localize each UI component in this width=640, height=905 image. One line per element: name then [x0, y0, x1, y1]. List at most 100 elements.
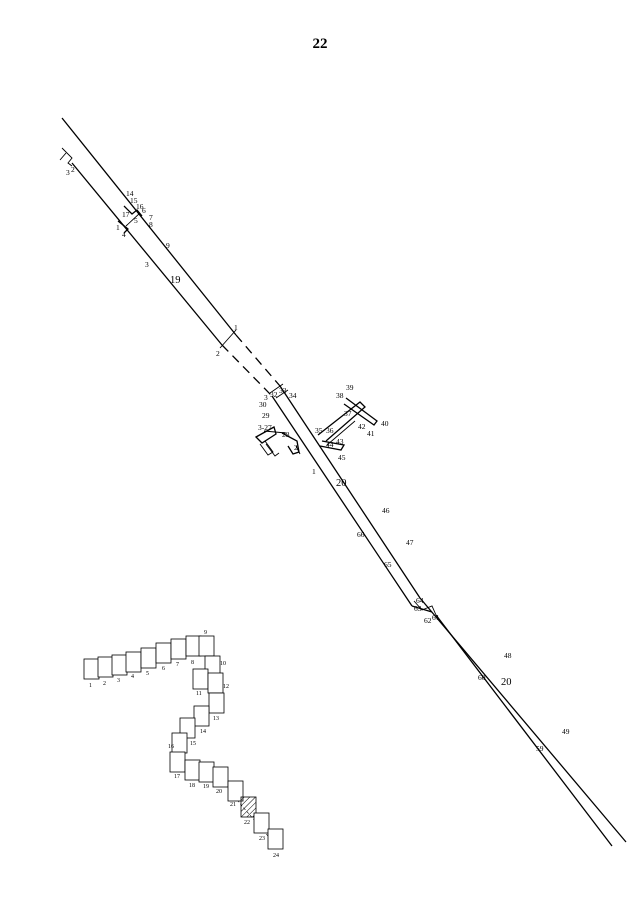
- branch-right: [317, 397, 378, 451]
- upper-labels: 3 2 14 15 16 6 17 5 7 8 1 4 9 3 19 1 2: [66, 165, 238, 358]
- svg-text:20: 20: [501, 677, 512, 688]
- svg-text:21: 21: [230, 802, 236, 808]
- svg-text:39: 39: [346, 383, 354, 392]
- svg-text:47: 47: [406, 538, 414, 547]
- index-sheet-6: 6: [155, 642, 172, 672]
- svg-text:2: 2: [71, 165, 75, 174]
- svg-text:5: 5: [134, 216, 138, 225]
- svg-text:22: 22: [244, 820, 250, 826]
- svg-text:41: 41: [367, 429, 375, 438]
- index-sheet-14: 14: [193, 705, 210, 735]
- index-sheet-11: 11: [192, 668, 209, 697]
- svg-text:16: 16: [136, 202, 144, 211]
- svg-text:18: 18: [189, 783, 195, 789]
- svg-text:1: 1: [116, 223, 120, 232]
- svg-text:62: 62: [424, 616, 432, 625]
- svg-text:8: 8: [191, 660, 194, 666]
- svg-text:17: 17: [122, 210, 130, 219]
- svg-text:46: 46: [382, 506, 390, 515]
- svg-text:23: 23: [259, 836, 265, 842]
- middle-labels: 33 34 3 32 30 29 3-27 28 2 1 20 39 38 40…: [258, 383, 389, 489]
- svg-text:7: 7: [176, 662, 179, 668]
- svg-text:66: 66: [357, 530, 365, 539]
- index-sheet-16: 16: [168, 732, 188, 754]
- index-sheet-12: 12: [207, 672, 229, 694]
- index-sheet-5: 5: [140, 647, 157, 677]
- svg-text:19: 19: [170, 275, 181, 286]
- svg-text:5: 5: [146, 671, 149, 677]
- svg-text:24: 24: [273, 853, 279, 859]
- svg-text:1: 1: [234, 323, 238, 332]
- svg-text:30: 30: [259, 400, 267, 409]
- svg-text:9: 9: [166, 241, 170, 250]
- svg-text:34: 34: [289, 391, 297, 400]
- index-sheet-17: 17: [169, 751, 186, 780]
- index-sheet-3: 3: [111, 654, 128, 684]
- svg-text:40: 40: [381, 419, 389, 428]
- svg-text:29: 29: [262, 411, 270, 420]
- svg-text:14: 14: [126, 189, 134, 198]
- svg-text:8: 8: [149, 220, 153, 229]
- index-sheet-19: 19: [198, 761, 215, 790]
- index-sheet-24: 24: [267, 828, 284, 859]
- svg-text:33: 33: [279, 386, 287, 395]
- upper-segment: [59, 117, 281, 397]
- index-sheet-7: 7: [170, 638, 187, 668]
- branch-left: [254, 426, 301, 457]
- svg-text:36: 36: [326, 426, 334, 435]
- svg-text:64: 64: [416, 596, 424, 605]
- svg-text:2: 2: [216, 349, 220, 358]
- svg-text:44: 44: [326, 440, 334, 449]
- svg-text:35: 35: [315, 426, 323, 435]
- svg-text:2: 2: [103, 681, 106, 687]
- svg-text:4: 4: [131, 674, 134, 680]
- svg-text:61: 61: [432, 613, 440, 622]
- sheet-index-map: 1 2 3 4 5 6 7 8 9 10 11 12 13 14 15 16 1…: [83, 630, 284, 859]
- index-sheet-9: 9: [198, 630, 215, 657]
- svg-text:12: 12: [223, 684, 229, 690]
- lower-segment: [269, 383, 627, 847]
- svg-text:16: 16: [168, 744, 174, 750]
- svg-text:11: 11: [196, 691, 202, 697]
- index-sheet-13: 13: [208, 692, 225, 722]
- svg-text:10: 10: [220, 661, 226, 667]
- index-sheet-8: 8: [185, 635, 202, 666]
- index-sheet-4: 4: [125, 651, 142, 680]
- svg-text:17: 17: [174, 774, 180, 780]
- index-sheet-20: 20: [212, 766, 229, 795]
- svg-text:4: 4: [122, 230, 126, 239]
- svg-text:38: 38: [336, 391, 344, 400]
- svg-text:1: 1: [312, 467, 316, 476]
- svg-text:3: 3: [117, 678, 120, 684]
- svg-text:65: 65: [384, 560, 392, 569]
- svg-text:13: 13: [213, 716, 219, 722]
- svg-text:48: 48: [504, 651, 512, 660]
- svg-text:42: 42: [358, 422, 366, 431]
- svg-text:20: 20: [336, 478, 347, 489]
- svg-text:1: 1: [89, 683, 92, 689]
- index-sheet-2: 2: [97, 656, 114, 687]
- svg-text:6: 6: [142, 206, 146, 215]
- svg-text:2: 2: [294, 443, 298, 452]
- svg-text:3: 3: [145, 260, 149, 269]
- svg-text:7: 7: [149, 213, 153, 222]
- lower-labels: 46 47 66 65 64 63 62 61 48 60 20 49 59: [357, 506, 570, 753]
- svg-text:59: 59: [536, 744, 544, 753]
- svg-text:3: 3: [66, 168, 70, 177]
- svg-text:3: 3: [264, 393, 268, 402]
- svg-text:6: 6: [162, 666, 165, 672]
- svg-text:63: 63: [414, 604, 422, 613]
- svg-text:60: 60: [478, 673, 486, 682]
- svg-text:45: 45: [338, 453, 346, 462]
- svg-text:43: 43: [336, 437, 344, 446]
- index-sheet-1: 1: [83, 658, 100, 689]
- index-sheet-21: 21: [227, 780, 244, 808]
- page-number: 22: [312, 36, 328, 52]
- svg-text:9: 9: [204, 630, 207, 636]
- index-sheet-22: 22: [240, 796, 257, 826]
- index-sheet-23: 23: [253, 812, 270, 842]
- svg-text:37: 37: [344, 409, 352, 418]
- svg-text:19: 19: [203, 784, 209, 790]
- svg-text:3-27: 3-27: [258, 423, 272, 432]
